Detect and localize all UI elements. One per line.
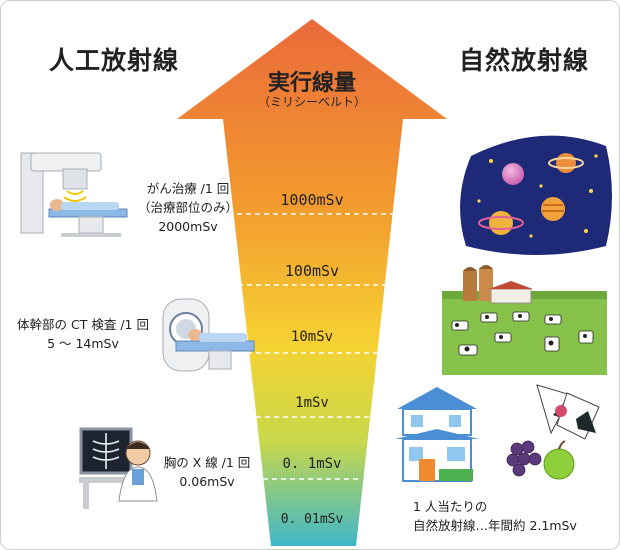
space-planets-icon (460, 135, 612, 255)
ct-scan-line1: 体幹部の CT 検査 /1 回 (17, 317, 149, 332)
ct-scan-label: 体幹部の CT 検査 /1 回 5 ～ 14mSv (5, 315, 161, 353)
dose-arrow (177, 19, 447, 546)
chest-xray-label: 胸の X 線 /1 回 0.06mSv (157, 453, 257, 491)
right-title: 自然放射線 (459, 46, 590, 75)
scale-label-10: 10mSv (290, 329, 334, 345)
xray-doctor-icon (79, 427, 158, 509)
natural-radiation-note: 1 人当たりの 自然放射線…年間約 2.1mSv (413, 497, 613, 535)
arrow-subtitle: （ミリシーベルト） (257, 95, 366, 109)
left-title: 人工放射線 (49, 46, 180, 75)
scale-label-100: 100mSv (284, 262, 340, 280)
chest-xray-dose: 0.06mSv (179, 474, 235, 489)
scale-label-0-1: 0. 1mSv (282, 456, 342, 472)
farm-cows-icon (442, 265, 607, 375)
cancer-treatment-line1: がん治療 /1 回 (146, 181, 230, 196)
level-lines (228, 213, 397, 480)
chest-xray-line1: 胸の X 線 /1 回 (163, 455, 251, 470)
house-icon (395, 387, 479, 482)
scale-label-0-01: 0. 01mSv (280, 512, 344, 527)
scale-label-1000: 1000mSv (280, 191, 344, 209)
ct-scanner-icon (162, 298, 255, 372)
cancer-treatment-label: がん治療 /1 回 （治療部位のみ） 2000mSv (113, 179, 263, 236)
cancer-treatment-line2: （治療部位のみ） (137, 200, 238, 215)
natural-note-line1: 1 人当たりの (413, 499, 488, 514)
cancer-treatment-dose: 2000mSv (158, 219, 218, 234)
food-icon (506, 384, 600, 480)
natural-note-line2: 自然放射線…年間約 2.1mSv (413, 518, 577, 533)
scale-label-1: 1mSv (295, 395, 329, 411)
arrow-title: 実行線量 (267, 71, 356, 96)
ct-scan-dose: 5 ～ 14mSv (47, 336, 119, 351)
linac-machine-icon (20, 152, 128, 237)
